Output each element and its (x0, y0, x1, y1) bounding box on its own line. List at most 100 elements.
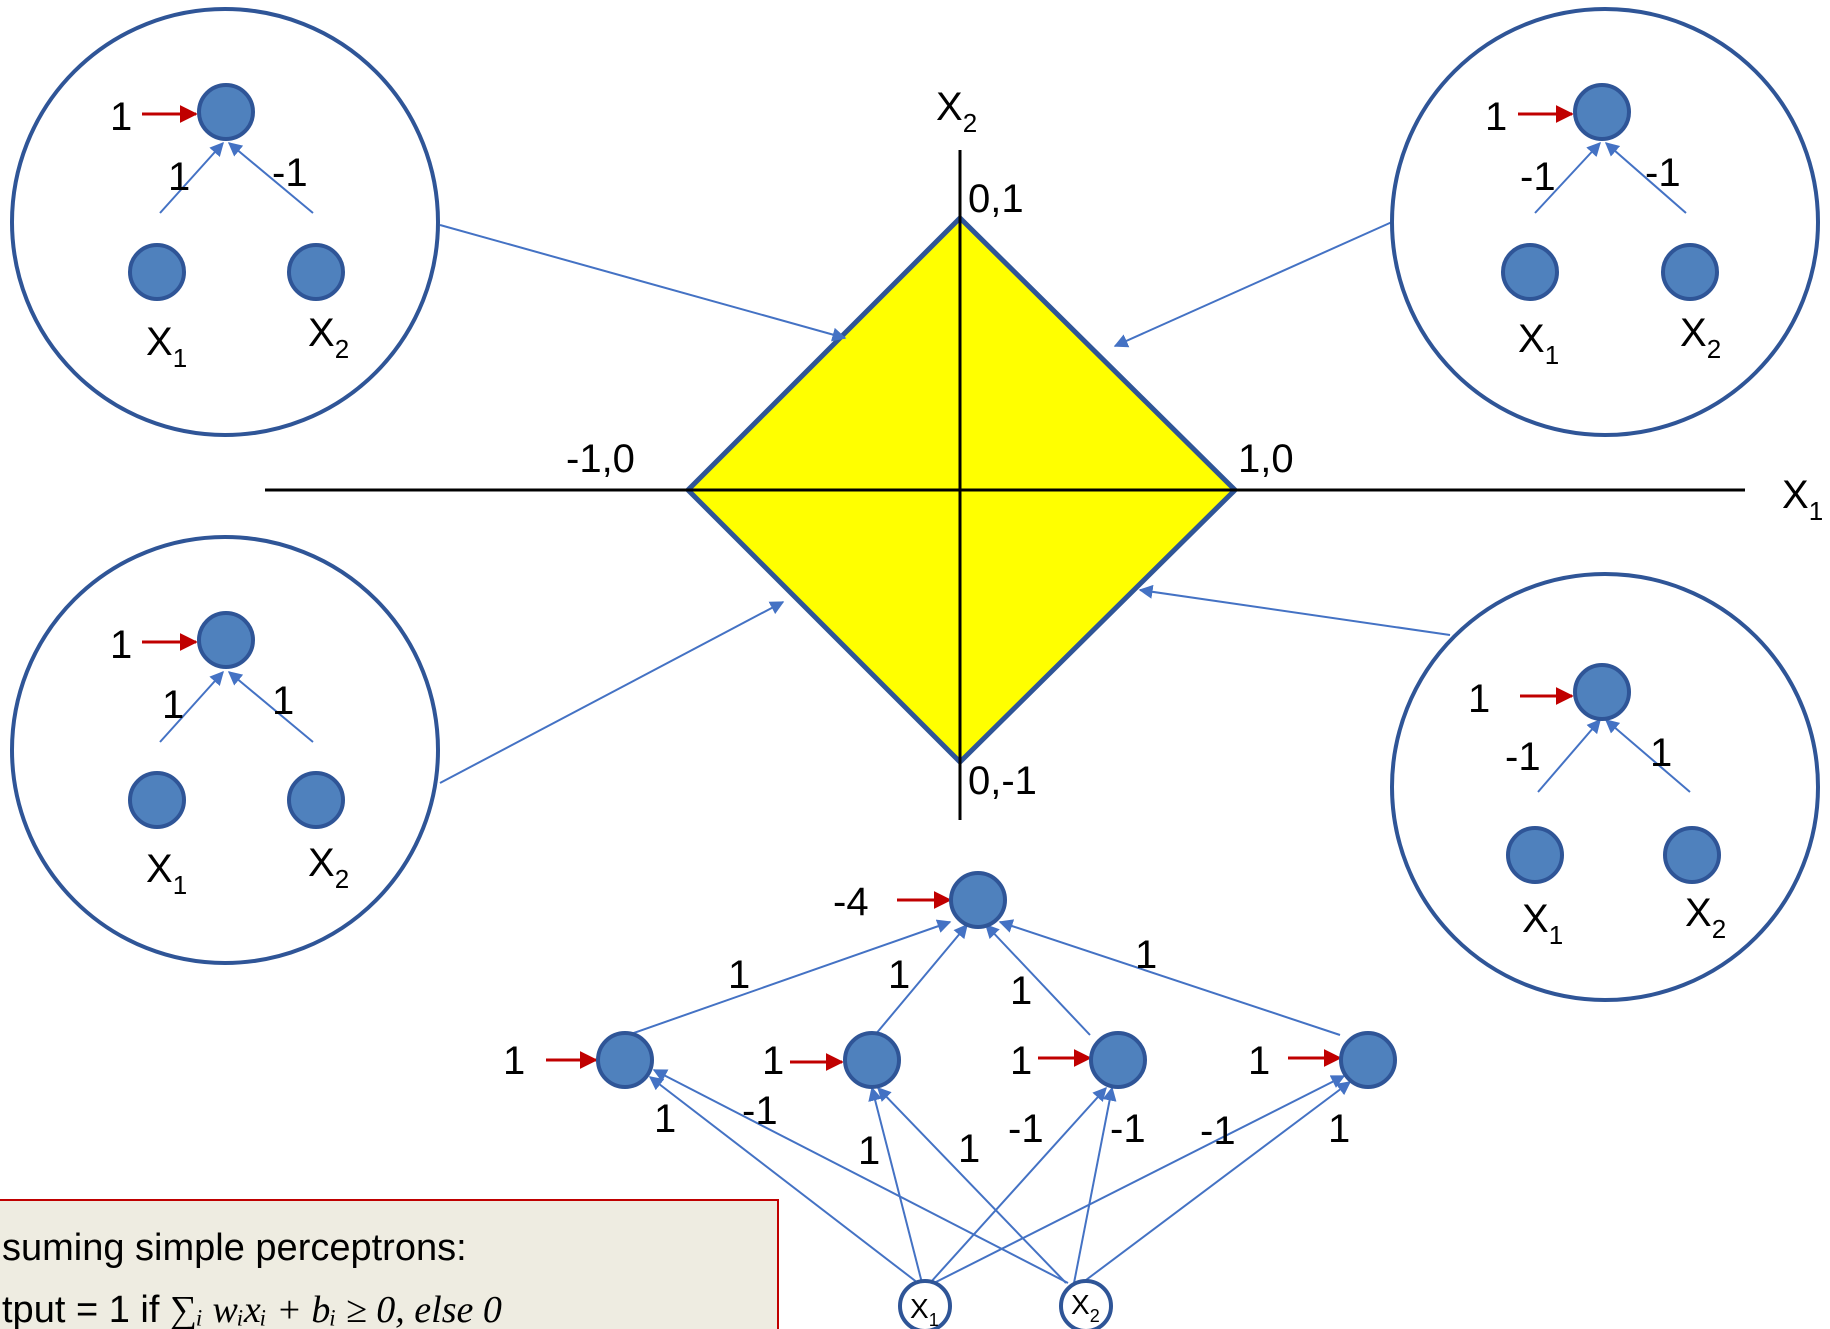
weight-edge-x2 (1604, 142, 1687, 214)
input-label-x1: X1 (1522, 897, 1563, 950)
edge-h3-output (985, 923, 1091, 1036)
input-node-x2 (1663, 826, 1721, 884)
assumption-note: suming simple perceptrons: tput = 1 if ∑… (0, 1199, 779, 1329)
weight-edge-x1 (1534, 141, 1601, 214)
weight-label-w2: -1 (1645, 151, 1681, 195)
input-node-x1 (1501, 243, 1559, 301)
hidden-bias-label-4: 1 (1248, 1039, 1270, 1083)
edge-x2-h2 (877, 1086, 1067, 1284)
hidden-node-2 (843, 1031, 901, 1089)
edge-x1-h1 (648, 1076, 919, 1284)
input-label-x2: X2 (1685, 891, 1726, 944)
hidden-node-4 (1339, 1031, 1397, 1089)
note-box (0, 1199, 779, 1329)
output-node (197, 611, 255, 669)
weight-label-w1: 1 (162, 683, 184, 727)
point-label-top: 0,1 (968, 177, 1024, 221)
weight-edge-x1 (1537, 718, 1601, 793)
weight-h2-x1: 1 (858, 1129, 880, 1173)
perceptron-boundary-circle (10, 7, 440, 437)
perceptron-bottom-right: 1 -1 1 X1 X2 (1390, 572, 1820, 1002)
input-node-x1 (1506, 826, 1564, 884)
perceptron-top-right: 1 -1 -1 X1 X2 (1390, 7, 1820, 437)
output-weight-3: 1 (1010, 969, 1032, 1013)
input-node-x1 (128, 243, 186, 301)
x-axis-label: X1 (1782, 473, 1823, 526)
combined-network: -4 1 1 1 1 1 1 1 1 1 -1 1 1 -1 -1 -1 1 X… (503, 871, 1397, 1329)
input-label-x1: X1 (146, 320, 187, 373)
edge-x1-h4 (933, 1075, 1346, 1284)
point-label-right: 1,0 (1238, 437, 1294, 481)
input-label-x2: X2 (1680, 311, 1721, 364)
output-weight-4: 1 (1135, 933, 1157, 977)
edge-x2-h3 (1073, 1086, 1117, 1284)
perceptron-bottom-left: 1 1 1 X1 X2 (10, 535, 440, 965)
weight-label-w1: -1 (1520, 155, 1556, 199)
edge-h2-output (874, 923, 968, 1036)
weight-label-w2: -1 (272, 151, 308, 195)
weight-edge-x1 (159, 141, 224, 214)
weight-label-w2: 1 (272, 679, 294, 723)
input-node-x1 (898, 1279, 952, 1329)
weight-label-w1: 1 (168, 155, 190, 199)
output-weight-1: 1 (728, 953, 750, 997)
weight-h3-x1: -1 (1008, 1107, 1044, 1151)
input-node-x2 (287, 771, 345, 829)
edge-x1-h2 (868, 1086, 923, 1284)
output-node (1573, 663, 1631, 721)
weight-edge-x2 (227, 671, 314, 743)
input-node-x2 (1059, 1279, 1113, 1329)
connector-bottom-right (1138, 584, 1451, 636)
input-label-x2: X2 (308, 311, 349, 364)
perceptron-boundary-circle (10, 535, 440, 965)
input-label-x2: X2 (308, 841, 349, 894)
hidden-bias-label-1: 1 (503, 1039, 525, 1083)
hidden-bias-label-2: 1 (762, 1039, 784, 1083)
output-node (197, 83, 255, 141)
weight-edge-x2 (1604, 719, 1691, 793)
weight-label-w2: 1 (1650, 731, 1672, 775)
hidden-node-1 (596, 1031, 654, 1089)
bias-label: 1 (1468, 677, 1490, 721)
hidden-node-3 (1089, 1031, 1147, 1089)
input-label-x2: X2 (1071, 1289, 1100, 1326)
weight-h1-x2: -1 (742, 1089, 778, 1133)
hidden-bias-label-3: 1 (1010, 1039, 1032, 1083)
point-label-left: -1,0 (566, 437, 635, 481)
perceptron-boundary-circle (1390, 7, 1820, 437)
note-line-1: suming simple perceptrons: (2, 1227, 467, 1269)
weight-h1-x1: 1 (654, 1097, 676, 1141)
bias-label: 1 (110, 623, 132, 667)
output-bias-label: -4 (833, 880, 869, 924)
output-weight-2: 1 (888, 953, 910, 997)
connector-top-left (439, 224, 847, 342)
input-label-x1: X1 (1518, 317, 1559, 370)
weight-label-w1: -1 (1505, 735, 1541, 779)
connector-top-right (1113, 221, 1393, 348)
edge-x2-h1 (652, 1069, 1069, 1284)
perceptron-boundary-circle (1390, 572, 1820, 1002)
point-label-bottom: 0,-1 (968, 759, 1037, 803)
edge-h1-output (627, 919, 952, 1036)
bias-label: 1 (110, 95, 132, 139)
edge-x1-h3 (929, 1086, 1107, 1284)
weight-h2-x2: 1 (958, 1127, 980, 1171)
connector-bottom-left (439, 601, 785, 784)
weight-h4-x2: 1 (1328, 1107, 1350, 1151)
perceptron-top-left: 1 1 -1 X1 X2 (10, 7, 440, 437)
weight-edge-x1 (159, 670, 224, 743)
weight-h3-x2: -1 (1110, 1107, 1146, 1151)
bias-label: 1 (1485, 95, 1507, 139)
input-label-x1: X1 (910, 1293, 939, 1329)
input-node-x1 (128, 771, 186, 829)
edge-h4-output (998, 919, 1341, 1036)
note-line-2: tput = 1 if ∑ᵢ wᵢxᵢ + bᵢ ≥ 0, else 0 (2, 1289, 502, 1329)
output-node (1573, 83, 1631, 141)
input-label-x1: X1 (146, 847, 187, 900)
output-node (949, 871, 1007, 929)
weight-h4-x1: -1 (1200, 1109, 1236, 1153)
input-node-x2 (1661, 243, 1719, 301)
edge-x2-h4 (1081, 1081, 1352, 1284)
input-node-x2 (287, 243, 345, 301)
